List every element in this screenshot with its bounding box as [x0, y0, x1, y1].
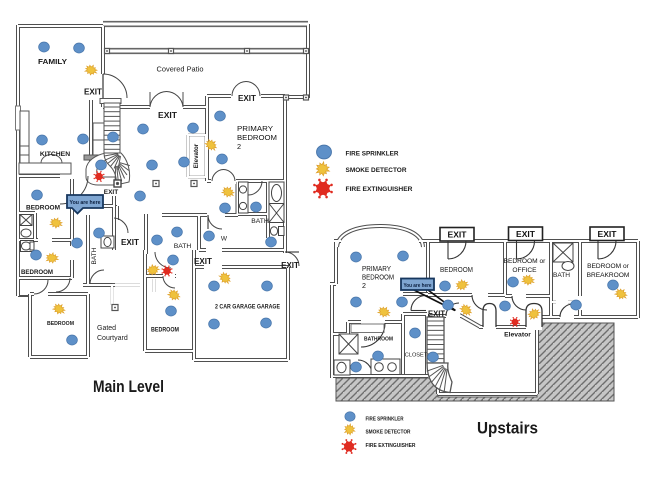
svg-text:2: 2: [237, 142, 241, 151]
svg-text:BEDROOM: BEDROOM: [237, 133, 277, 142]
svg-text:EXIT: EXIT: [104, 189, 118, 196]
svg-text:FIRE SPRINKLER: FIRE SPRINKLER: [346, 151, 399, 158]
svg-text:BEDROOM: BEDROOM: [26, 205, 60, 212]
svg-text:Elevator: Elevator: [504, 332, 531, 339]
svg-text:BATH: BATH: [553, 272, 570, 279]
svg-text:Covered Patio: Covered Patio: [157, 65, 204, 74]
svg-text:PRIMARY: PRIMARY: [362, 265, 391, 273]
svg-text:EXIT: EXIT: [448, 230, 468, 240]
svg-text:BREAKROOM: BREAKROOM: [587, 272, 630, 279]
svg-text:EXIT: EXIT: [121, 238, 139, 247]
svg-text:Main Level: Main Level: [93, 378, 164, 396]
svg-text:BEDROOM: BEDROOM: [440, 267, 473, 274]
svg-text:BEDROOM or: BEDROOM or: [587, 263, 630, 270]
svg-text:BEDROOM: BEDROOM: [47, 321, 74, 327]
svg-text:BEDROOM: BEDROOM: [21, 269, 53, 276]
svg-text:SMOKE DETECTOR: SMOKE DETECTOR: [366, 430, 411, 436]
svg-text:EXIT: EXIT: [84, 88, 102, 97]
svg-text:You are here: You are here: [70, 200, 101, 206]
svg-text:EXIT: EXIT: [516, 229, 536, 239]
svg-text:BEDROOM or: BEDROOM or: [504, 258, 547, 265]
svg-text:2: 2: [362, 282, 366, 290]
svg-text:EXIT: EXIT: [158, 111, 177, 120]
svg-text:Courtyard: Courtyard: [97, 335, 128, 342]
svg-text:BEDROOM: BEDROOM: [151, 328, 179, 334]
svg-text:BATH: BATH: [174, 243, 192, 250]
svg-text:FIRE SPRINKLER: FIRE SPRINKLER: [366, 417, 404, 423]
svg-text:EXIT: EXIT: [598, 229, 618, 239]
svg-text:BEDROOM: BEDROOM: [362, 274, 394, 282]
svg-text:FIRE EXTINGUISHER: FIRE EXTINGUISHER: [366, 443, 416, 449]
svg-text:PRIMARY: PRIMARY: [237, 124, 273, 133]
svg-text:BATH: BATH: [91, 247, 98, 264]
svg-text:OFFICE: OFFICE: [512, 267, 537, 274]
svg-text:SMOKE DETECTOR: SMOKE DETECTOR: [346, 167, 407, 174]
svg-text:Elevator: Elevator: [193, 143, 200, 168]
svg-text:W: W: [221, 236, 228, 243]
svg-text:FIRE EXTINGUISHER: FIRE EXTINGUISHER: [346, 186, 413, 193]
svg-text:Upstairs: Upstairs: [477, 419, 538, 438]
svg-text:You are here: You are here: [404, 283, 432, 289]
svg-text:KITCHEN: KITCHEN: [40, 151, 70, 158]
svg-text:EXIT: EXIT: [428, 310, 445, 319]
svg-text:2 CAR GARAGE GARAGE: 2 CAR GARAGE GARAGE: [215, 304, 281, 311]
svg-text:Gated: Gated: [97, 325, 116, 332]
svg-text:FAMILY: FAMILY: [38, 57, 67, 66]
svg-text:CLOSET: CLOSET: [405, 353, 428, 359]
svg-text:EXIT: EXIT: [194, 257, 212, 266]
svg-text:EXIT: EXIT: [238, 94, 256, 103]
svg-text:EXIT: EXIT: [281, 261, 299, 270]
svg-text:BATH: BATH: [251, 218, 269, 225]
svg-text:BATHROOM: BATHROOM: [364, 337, 393, 343]
